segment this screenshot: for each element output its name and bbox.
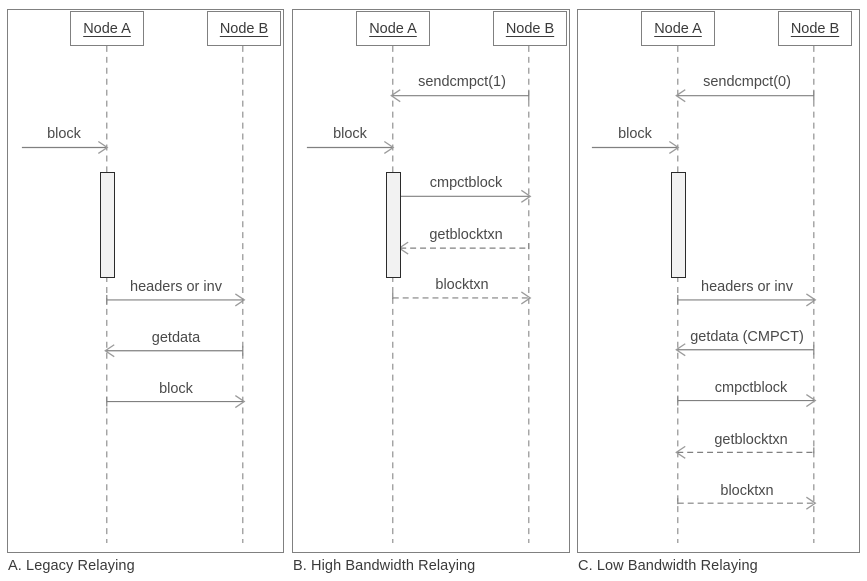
message-label-cmpctblock: cmpctblock — [429, 175, 503, 191]
arrowhead-block-reply — [234, 395, 246, 409]
message-label-headers-or-inv: headers or inv — [130, 279, 222, 295]
arrowhead-external-block — [668, 140, 680, 155]
message-label-external-block: block — [333, 126, 367, 142]
arrowhead-cmpctblock — [806, 394, 817, 408]
arrowhead-headers-or-inv — [234, 293, 246, 307]
panel-a-lines — [21, 45, 246, 544]
arrowhead-cmpctblock — [520, 189, 532, 203]
message-label-getblocktxn: getblocktxn — [429, 227, 503, 243]
arrowhead-getblocktxn — [675, 445, 686, 459]
panel-legacy-relaying: Node A Node B block headers or inv getda… — [7, 9, 284, 553]
node-b-label: Node B — [219, 20, 269, 37]
node-box-b[interactable]: Node B — [493, 11, 567, 46]
caption-panel-a: A. Legacy Relaying — [8, 558, 135, 574]
node-box-a[interactable]: Node A — [641, 11, 715, 46]
node-a-label: Node A — [369, 20, 417, 37]
message-label-block: block — [159, 381, 193, 397]
message-label-sendcmpct: sendcmpct(1) — [418, 74, 506, 90]
arrowhead-sendcmpct — [675, 89, 686, 103]
panel-b-lines — [306, 45, 532, 544]
caption-panel-c: C. Low Bandwidth Relaying — [578, 558, 758, 574]
node-box-a[interactable]: Node A — [70, 11, 144, 46]
message-label-external-block: block — [618, 126, 652, 142]
message-label-getdata: getdata — [151, 330, 201, 346]
node-box-b[interactable]: Node B — [778, 11, 852, 46]
message-label-external-block: block — [47, 126, 81, 142]
activation-bar-node-a — [100, 172, 115, 278]
node-b-label: Node B — [790, 20, 840, 37]
arrowhead-headers-or-inv — [806, 293, 817, 307]
node-b-label: Node B — [505, 20, 555, 37]
arrowhead-blocktxn — [520, 291, 532, 305]
message-label-blocktxn: blocktxn — [435, 277, 489, 293]
activation-bar-node-a — [386, 172, 401, 278]
node-box-b[interactable]: Node B — [207, 11, 281, 46]
node-a-label: Node A — [654, 20, 702, 37]
message-label-headers-or-inv: headers or inv — [701, 279, 793, 295]
arrowhead-blocktxn — [806, 496, 817, 510]
arrowhead-getdata — [104, 344, 115, 358]
arrowhead-external-block — [383, 140, 395, 155]
caption-panel-b: B. High Bandwidth Relaying — [293, 558, 476, 574]
panel-low-bandwidth-relaying: Node A Node B sendcmpct(0) block headers… — [577, 9, 860, 553]
message-label-cmpctblock: cmpctblock — [714, 380, 788, 396]
node-a-label: Node A — [83, 20, 131, 37]
activation-bar-node-a — [671, 172, 686, 278]
arrowhead-sendcmpct — [390, 89, 401, 103]
message-label-blocktxn: blocktxn — [720, 483, 774, 499]
arrowhead-getdata-cmpct — [675, 343, 686, 357]
node-box-a[interactable]: Node A — [356, 11, 430, 46]
message-label-sendcmpct: sendcmpct(0) — [703, 74, 791, 90]
panel-c-lines — [591, 45, 817, 544]
panel-high-bandwidth-relaying: Node A Node B sendcmpct(1) block cmpctbl… — [292, 9, 570, 553]
arrowhead-external-block — [97, 140, 109, 155]
message-label-getblocktxn: getblocktxn — [714, 432, 788, 448]
message-label-getdata-cmpct: getdata (CMPCT) — [690, 329, 804, 345]
